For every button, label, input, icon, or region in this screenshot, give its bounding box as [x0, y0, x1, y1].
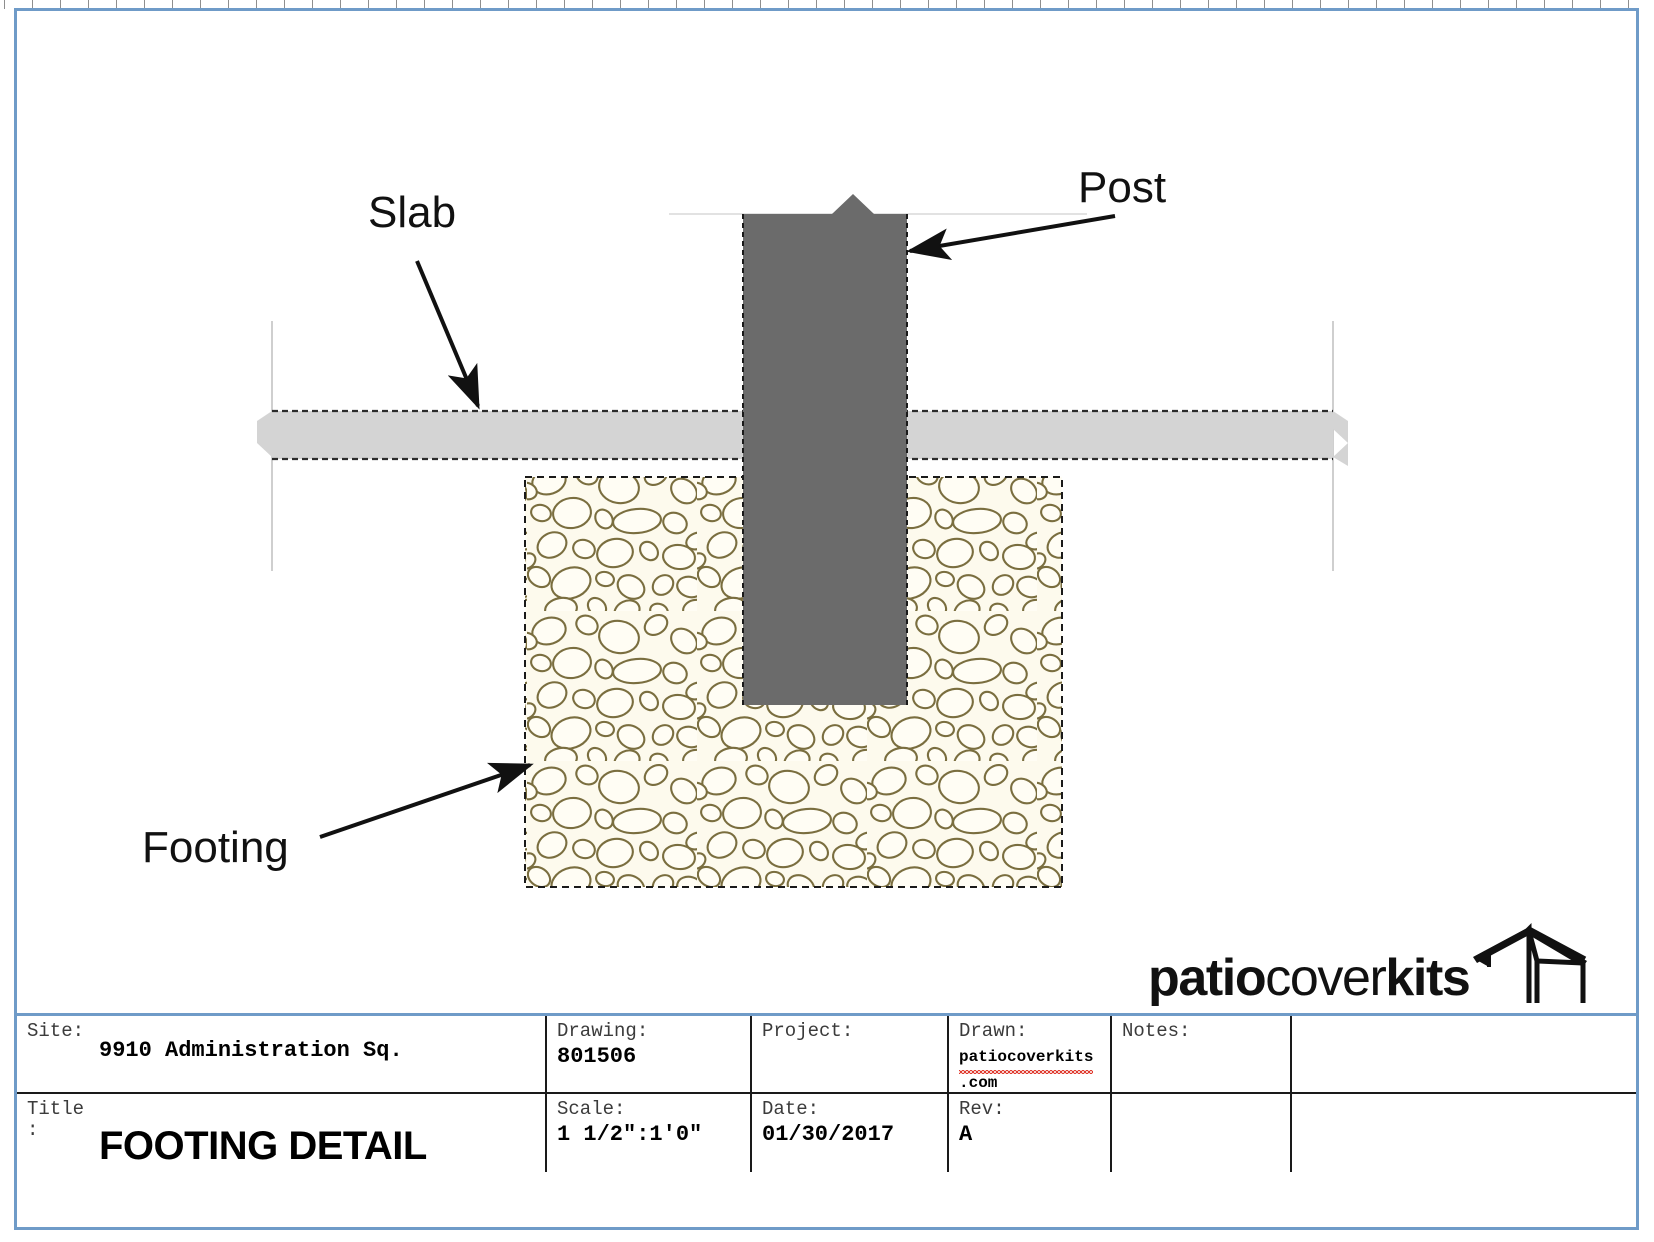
field-rev-value: A	[959, 1122, 973, 1147]
field-date-label: Date:	[762, 1098, 820, 1120]
field-title-value: FOOTING DETAIL	[99, 1124, 427, 1168]
sheet-border	[14, 8, 1639, 1230]
field-site-label: Site:	[27, 1020, 85, 1042]
label-slab: Slab	[368, 188, 457, 237]
field-project-label: Project:	[762, 1020, 854, 1042]
field-drawing-label: Drawing:	[557, 1020, 649, 1042]
title-block: Site: 9910 Administration Sq. Drawing: 8…	[17, 1013, 1636, 1172]
field-site-value: 9910 Administration Sq.	[99, 1038, 403, 1063]
field-rev-label: Rev:	[959, 1098, 1005, 1120]
label-footing: Footing	[142, 823, 289, 872]
patiocoverkits-logo[interactable]: patio cover kits	[1148, 915, 1589, 1004]
field-scale-label: Scale:	[557, 1098, 626, 1120]
field-blank-3[interactable]	[1292, 1094, 1636, 1172]
footing-leader	[319, 762, 534, 839]
logo-text-patio: patio	[1148, 949, 1267, 1007]
field-blank-1[interactable]	[1292, 1016, 1636, 1092]
field-date-value: 01/30/2017	[762, 1122, 895, 1147]
post-shape	[742, 194, 908, 705]
field-notes[interactable]: Notes:	[1112, 1016, 1292, 1092]
leader-lines	[319, 214, 1116, 839]
top-ruler	[0, 0, 1654, 9]
field-rev[interactable]: Rev: A	[949, 1094, 1112, 1172]
slab-leader	[415, 260, 480, 410]
field-scale[interactable]: Scale: 1 1/2":1'0"	[547, 1094, 752, 1172]
field-scale-value: 1 1/2":1'0"	[557, 1122, 703, 1147]
field-drawn-value: patiocoverkits.com	[959, 1044, 1110, 1092]
title-block-row-2: Title : FOOTING DETAIL Scale: 1 1/2":1'0…	[17, 1094, 1636, 1172]
field-notes-label: Notes:	[1122, 1020, 1191, 1042]
post-leader	[906, 214, 1116, 261]
title-block-row-1: Site: 9910 Administration Sq. Drawing: 8…	[17, 1016, 1636, 1094]
field-site[interactable]: Site: 9910 Administration Sq.	[17, 1016, 547, 1092]
field-drawing[interactable]: Drawing: 801506	[547, 1016, 752, 1092]
label-post: Post	[1078, 163, 1167, 212]
field-project[interactable]: Project:	[752, 1016, 949, 1092]
field-title[interactable]: Title : FOOTING DETAIL	[17, 1094, 547, 1172]
field-drawn-label: Drawn:	[959, 1020, 1028, 1042]
patio-cover-house-icon	[1471, 915, 1589, 1008]
logo-text-kits: kits	[1385, 949, 1470, 1007]
field-drawing-value: 801506	[557, 1044, 637, 1069]
field-date[interactable]: Date: 01/30/2017	[752, 1094, 949, 1172]
logo-text-cover: cover	[1265, 949, 1387, 1007]
field-title-label: Title :	[27, 1098, 85, 1141]
footing-detail-drawing	[257, 194, 1348, 888]
field-blank-2[interactable]	[1112, 1094, 1292, 1172]
field-drawn-value-tld: .com	[959, 1074, 998, 1092]
field-drawn-value-misspelled: patiocoverkits	[959, 1044, 1094, 1074]
field-drawn[interactable]: Drawn: patiocoverkits.com	[949, 1016, 1112, 1092]
